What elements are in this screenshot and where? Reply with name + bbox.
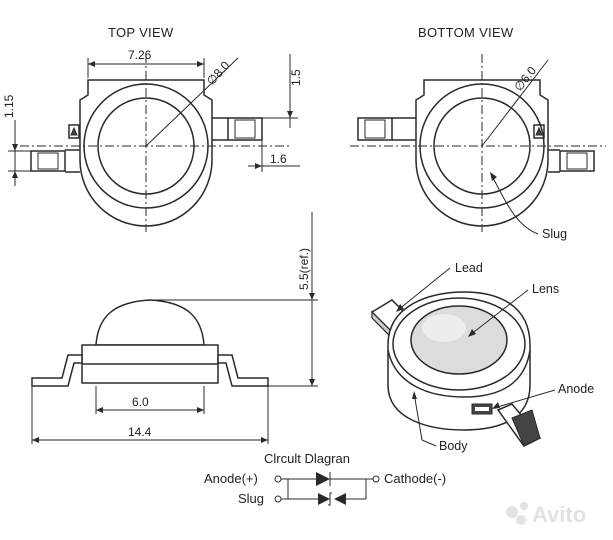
dim-726-label: 7.26 <box>128 48 152 62</box>
bottom-view-left-lead <box>357 117 393 141</box>
lens-leader-arrow <box>468 329 476 337</box>
watermark-text: Avito <box>532 502 586 527</box>
bottom-view-right-lead <box>559 150 595 172</box>
top-view: TOP VIEW 7.26 ∅8.0 1.5 <box>2 25 303 232</box>
dim-dia60-leader <box>481 59 549 147</box>
side-view-dome <box>95 299 205 346</box>
iso-anode-marker-slot <box>475 407 489 411</box>
side-view-right-lead <box>217 354 269 387</box>
slug-leader <box>491 175 539 235</box>
top-view-right-lead-inner <box>234 119 256 139</box>
dim-115-label: 1.15 <box>2 94 16 118</box>
circuit-anode-terminal <box>274 475 282 483</box>
circuit-slug-label: Slug <box>238 491 264 506</box>
iso-right-lead-dark <box>511 409 541 447</box>
watermark-dot-icon-3 <box>516 515 526 525</box>
top-view-right-lead <box>227 117 263 141</box>
iso-lens-highlight <box>422 314 466 342</box>
top-view-title: TOP VIEW <box>108 25 174 40</box>
watermark-dot-icon <box>506 506 518 518</box>
circuit-anode-label: Anode(+) <box>204 471 258 486</box>
circuit-zener-diode-icon-2 <box>334 493 346 505</box>
body-leader-arrow <box>412 391 417 399</box>
iso-lens <box>410 305 508 375</box>
top-view-left-lead-inner <box>37 152 59 170</box>
circuit-zener-bar <box>328 492 332 506</box>
bottom-view: BOTTOM VIEW ∅6.0 Slug <box>350 25 606 241</box>
lead-leader <box>397 267 451 311</box>
top-view-polarity-triangle-icon <box>70 126 78 136</box>
lead-leader-arrow <box>396 304 404 312</box>
dim-dia80-leader <box>145 57 239 147</box>
iso-body-top <box>392 297 526 391</box>
dim-16-label: 1.6 <box>270 152 287 166</box>
label-body: Body <box>439 439 468 453</box>
circuit-title: Clrcult Dlagran <box>264 451 350 466</box>
circuit-cathode-terminal <box>372 475 380 483</box>
dim-55-label: 5.5(ref.) <box>297 248 311 290</box>
body-leader-h <box>421 439 437 447</box>
label-slug: Slug <box>542 227 567 241</box>
bottom-view-polarity-triangle-icon <box>535 126 543 136</box>
bottom-view-title: BOTTOM VIEW <box>418 25 514 40</box>
isometric-view: Lead Lens Anode Body <box>370 261 594 453</box>
circuit-led-diode-icon <box>316 472 330 486</box>
dim-dia60-label: ∅6.0 <box>511 64 539 94</box>
dim-dia80-label: ∅8.0 <box>204 58 233 88</box>
bottom-view-body-outline <box>415 79 549 227</box>
circuit-cathode-label: Cathode(-) <box>384 471 446 486</box>
circuit-zener-diode-icon <box>318 493 330 505</box>
anode-leader <box>493 389 556 409</box>
lens-leader <box>469 289 529 336</box>
anode-leader-arrow <box>492 402 500 409</box>
slug-leader-arrow <box>490 172 497 181</box>
top-view-left-lead <box>30 150 66 172</box>
iso-body-rim <box>387 349 531 398</box>
label-anode: Anode <box>558 382 594 396</box>
dim-15-label: 1.5 <box>289 69 303 86</box>
dim-144-label: 14.4 <box>128 425 152 439</box>
avito-watermark: Avito <box>506 502 586 527</box>
dim-16-arrow <box>255 163 262 169</box>
label-lead: Lead <box>455 261 483 275</box>
bottom-view-right-lead-inner <box>566 152 588 170</box>
circuit-diagram: Clrcult Dlagran Anode(+) Slug Cathode(-) <box>204 451 446 506</box>
side-view-left-lead <box>31 354 83 387</box>
side-view: 5.5(ref.) 6.0 14.4 <box>31 212 318 444</box>
circuit-slug-terminal <box>274 495 282 503</box>
body-leader-v <box>413 392 423 441</box>
label-lens: Lens <box>532 282 559 296</box>
watermark-dot-icon-2 <box>520 502 528 510</box>
dim-15-arrow <box>287 111 293 118</box>
dim-60-label: 6.0 <box>132 395 149 409</box>
dim-115-arrows <box>12 144 18 178</box>
bottom-view-left-lead-inner <box>364 119 386 139</box>
